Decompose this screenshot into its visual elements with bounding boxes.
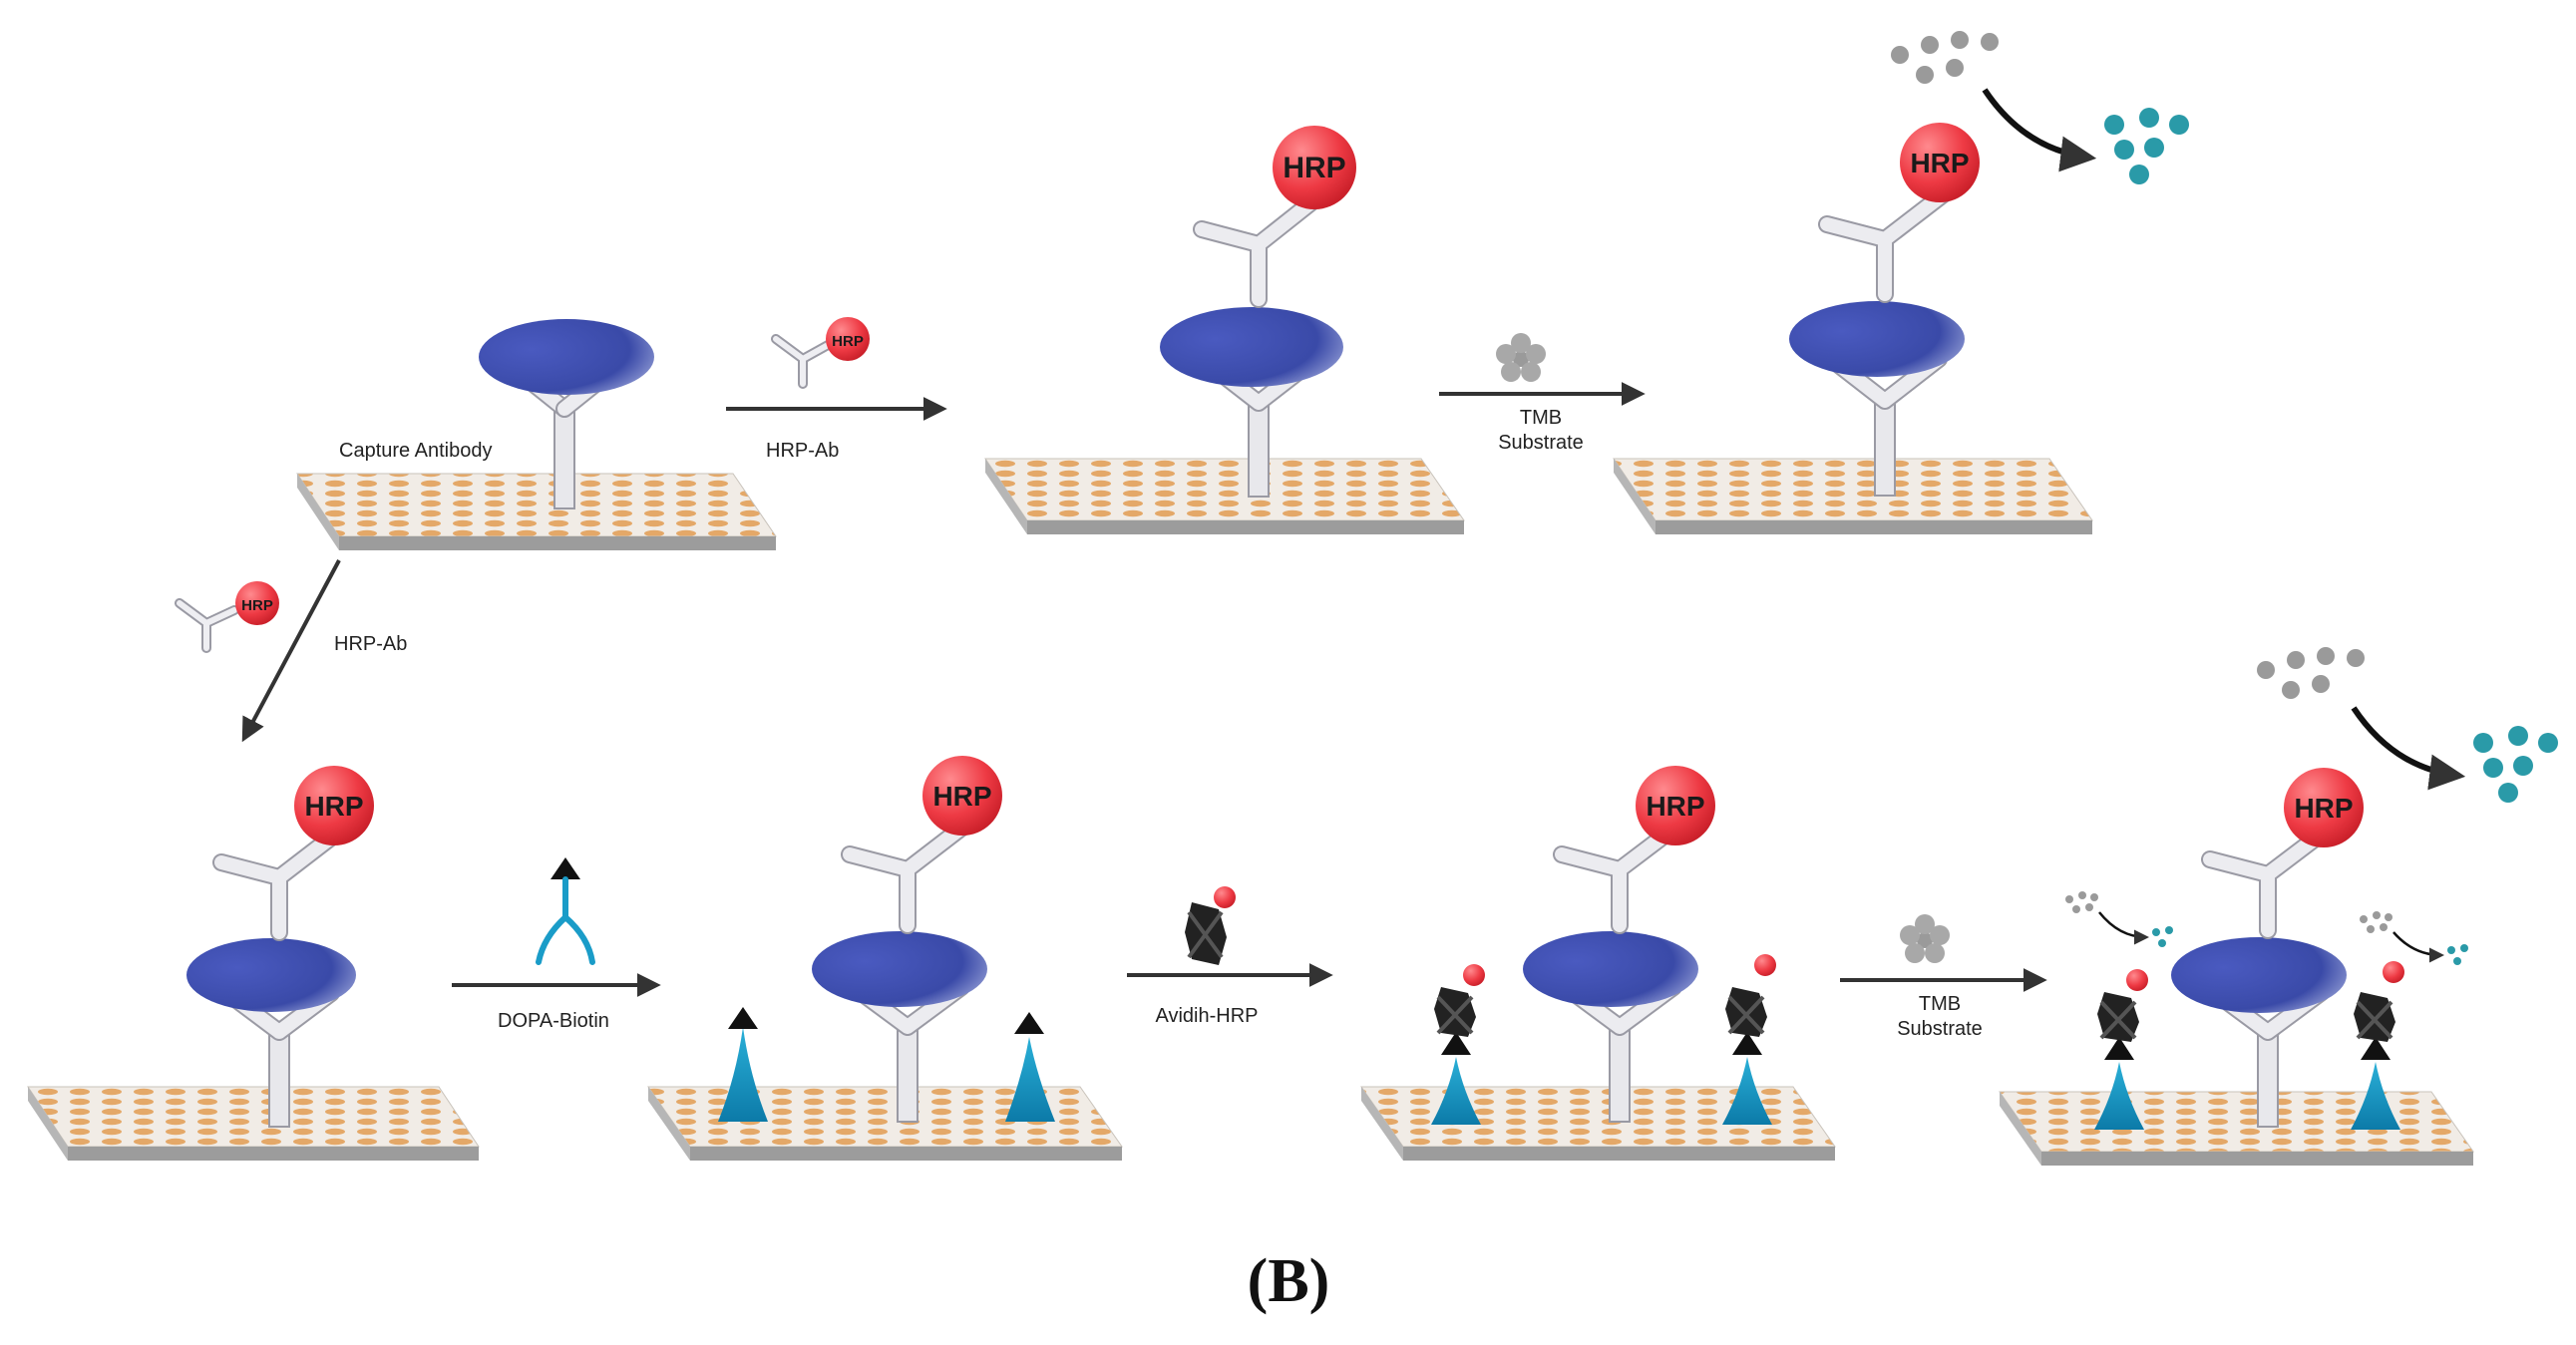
- hrp-enzyme: [1900, 123, 1980, 202]
- hrp-ab-label-2: HRP-Ab: [334, 633, 407, 655]
- dopa-avidin-left: [2094, 969, 2148, 1130]
- avidin-hrp-icon: [1185, 886, 1236, 965]
- step-dopa-biotin: DOPA-Biotin: [452, 857, 661, 1032]
- dopa-biotin-icon: [536, 857, 595, 965]
- antigen: [479, 319, 654, 395]
- antigen: [1160, 307, 1343, 387]
- substrate-label-2: Substrate: [1897, 1018, 1983, 1040]
- product-cluster-small-left: [2152, 926, 2173, 947]
- dopa-biotin-right: [1005, 1012, 1055, 1122]
- tmb-substrate-icon: [1900, 914, 1950, 963]
- panel-sandwich: HRP: [984, 126, 1465, 534]
- substrate-cluster: [1891, 31, 1999, 84]
- conversion-arrow: [1982, 88, 2097, 172]
- product-cluster-small-right: [2447, 944, 2468, 965]
- panel-signal-2: HRP: [1999, 647, 2558, 1166]
- panel-dopa-biotin: HRP: [647, 756, 1123, 1161]
- hrp-ab-label-1: HRP-Ab: [766, 440, 839, 462]
- product-cluster: [2473, 726, 2558, 803]
- step-tmb-1: TMB Substrate: [1439, 333, 1646, 454]
- avidin-hrp-label: Avidih-HRP: [1156, 1005, 1259, 1027]
- step-hrp-ab-1: HRP HRP-Ab: [726, 317, 947, 462]
- hrp-antibody-icon: HRP: [175, 581, 279, 653]
- step-avidin-hrp: Avidih-HRP: [1127, 886, 1333, 1027]
- svg-text:HRP: HRP: [1646, 791, 1704, 822]
- antigen: [1523, 931, 1698, 1007]
- panel-signal-1: HRP: [1613, 31, 2189, 534]
- svg-text:HRP: HRP: [304, 791, 363, 822]
- substrate-label-1: Substrate: [1498, 432, 1584, 454]
- svg-text:HRP: HRP: [932, 781, 991, 812]
- svg-text:HRP: HRP: [1910, 148, 1969, 178]
- tmb-substrate-icon: [1496, 333, 1546, 382]
- hrp-enzyme: [922, 756, 1002, 836]
- dopa-avidin-right: [1722, 954, 1776, 1125]
- product-cluster: [2104, 108, 2189, 184]
- dopa-avidin-left: [1431, 964, 1485, 1125]
- antigen: [812, 931, 987, 1007]
- dopa-avidin-right: [2351, 961, 2404, 1130]
- figure-caption: (B): [1248, 1247, 1330, 1315]
- antigen: [1789, 301, 1965, 377]
- svg-text:HRP: HRP: [241, 597, 273, 614]
- hrp-antibody-icon: HRP: [771, 317, 870, 389]
- panel-sandwich-2: HRP: [27, 766, 480, 1161]
- hrp-enzyme: [1273, 126, 1356, 209]
- antigen: [2171, 937, 2347, 1013]
- panel-avidin-hrp: HRP: [1360, 766, 1836, 1161]
- substrate-cluster-small-left: [2065, 891, 2098, 913]
- step-tmb-2: TMB Substrate: [1840, 914, 2047, 1040]
- hrp-enzyme: [2284, 768, 2364, 847]
- step-hrp-ab-2: HRP HRP-Ab: [175, 559, 407, 743]
- substrate-cluster: [2257, 647, 2365, 699]
- svg-text:HRP: HRP: [1283, 152, 1345, 184]
- panel-capture: Capture Antibody: [296, 319, 777, 550]
- antigen: [186, 938, 356, 1012]
- conversion-arrow: [2351, 706, 2466, 791]
- arrow: [241, 559, 341, 743]
- dopa-biotin-label: DOPA-Biotin: [498, 1010, 609, 1032]
- svg-text:HRP: HRP: [2294, 793, 2353, 824]
- hrp-enzyme: [294, 766, 374, 845]
- detection-antibody: HRP: [1193, 126, 1356, 308]
- plate: [296, 473, 777, 550]
- substrate-cluster-small-right: [2360, 911, 2392, 933]
- dopa-biotin-left: [718, 1007, 768, 1122]
- capture-antibody-label: Capture Antibody: [339, 440, 492, 462]
- tmb-label-1: TMB: [1520, 407, 1562, 429]
- hrp-enzyme: [1636, 766, 1715, 845]
- svg-text:HRP: HRP: [832, 333, 864, 350]
- tmb-label-2: TMB: [1919, 993, 1961, 1015]
